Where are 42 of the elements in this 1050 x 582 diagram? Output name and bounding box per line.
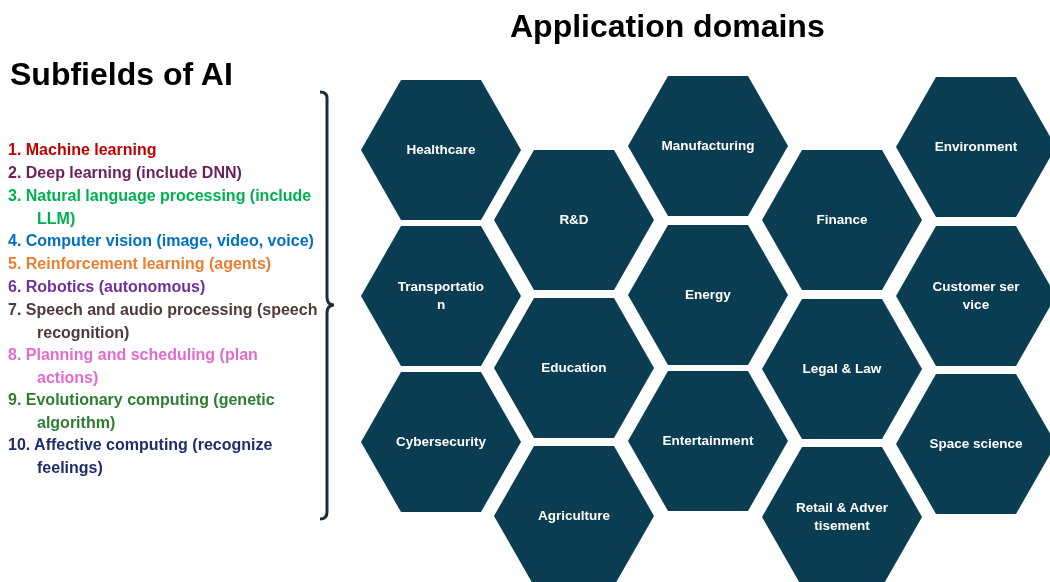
hexagon-tile (896, 77, 1050, 217)
domain-label: Entertainment (661, 432, 755, 450)
domain-label: Cybersecurity (394, 433, 487, 451)
hexagon-tile (361, 226, 521, 366)
domain-label: Legal & Law (801, 360, 883, 378)
domain-label: Space science (929, 435, 1023, 453)
hexagon-tile (628, 76, 788, 216)
domain-label: Agriculture (537, 507, 611, 525)
list-item: 6. Robotics (autonomous) (8, 277, 207, 297)
domain-label: Healthcare (405, 141, 477, 159)
domain-label: Finance (815, 211, 869, 229)
list-item: 5. Reinforcement learning (agents) (8, 254, 273, 274)
domain-label: Education (540, 359, 608, 377)
list-item: 4. Computer vision (image, video, voice) (8, 231, 315, 251)
hexagon-tile (762, 447, 922, 582)
domain-label: Environment (933, 138, 1019, 156)
domain-label: Manufacturing (661, 137, 755, 155)
hexagon-tile (494, 298, 654, 438)
domain-label: Energy (684, 286, 732, 304)
list-item: 1. Machine learning (8, 140, 158, 160)
heading: Subfields of AI (10, 56, 233, 93)
hexagon-tile (494, 150, 654, 290)
list-item: 7. Speech and audio processing (speech recognition) (8, 300, 319, 343)
list-item: 2. Deep learning (include DNN) (8, 163, 243, 183)
hexagon-tile (494, 446, 654, 582)
list-item: 3. Natural language processing (include LLM) (8, 186, 313, 229)
domain-label: Customer service (931, 278, 1021, 314)
hexagon-tile (896, 374, 1050, 514)
title: Application domains (510, 8, 825, 45)
hexagon-tile (896, 226, 1050, 366)
domain-label: Transportation (396, 278, 486, 314)
domain-label: R&D (558, 211, 590, 229)
hexagon-tile (762, 299, 922, 439)
hexagon-tile (361, 372, 521, 512)
hexagon-tile (361, 80, 521, 220)
domain-label: Retail & Advertisement (795, 499, 889, 535)
hexagon-tile (628, 225, 788, 365)
list-item: 10. Affective computing (recognize feelings) (8, 435, 274, 478)
hexagon-tile (628, 371, 788, 511)
list-item: 8. Planning and scheduling (plan actions) (8, 345, 259, 388)
hexagon-tile (762, 150, 922, 290)
list-item: 9. Evolutionary computing (genetic algorithm) (8, 390, 276, 433)
